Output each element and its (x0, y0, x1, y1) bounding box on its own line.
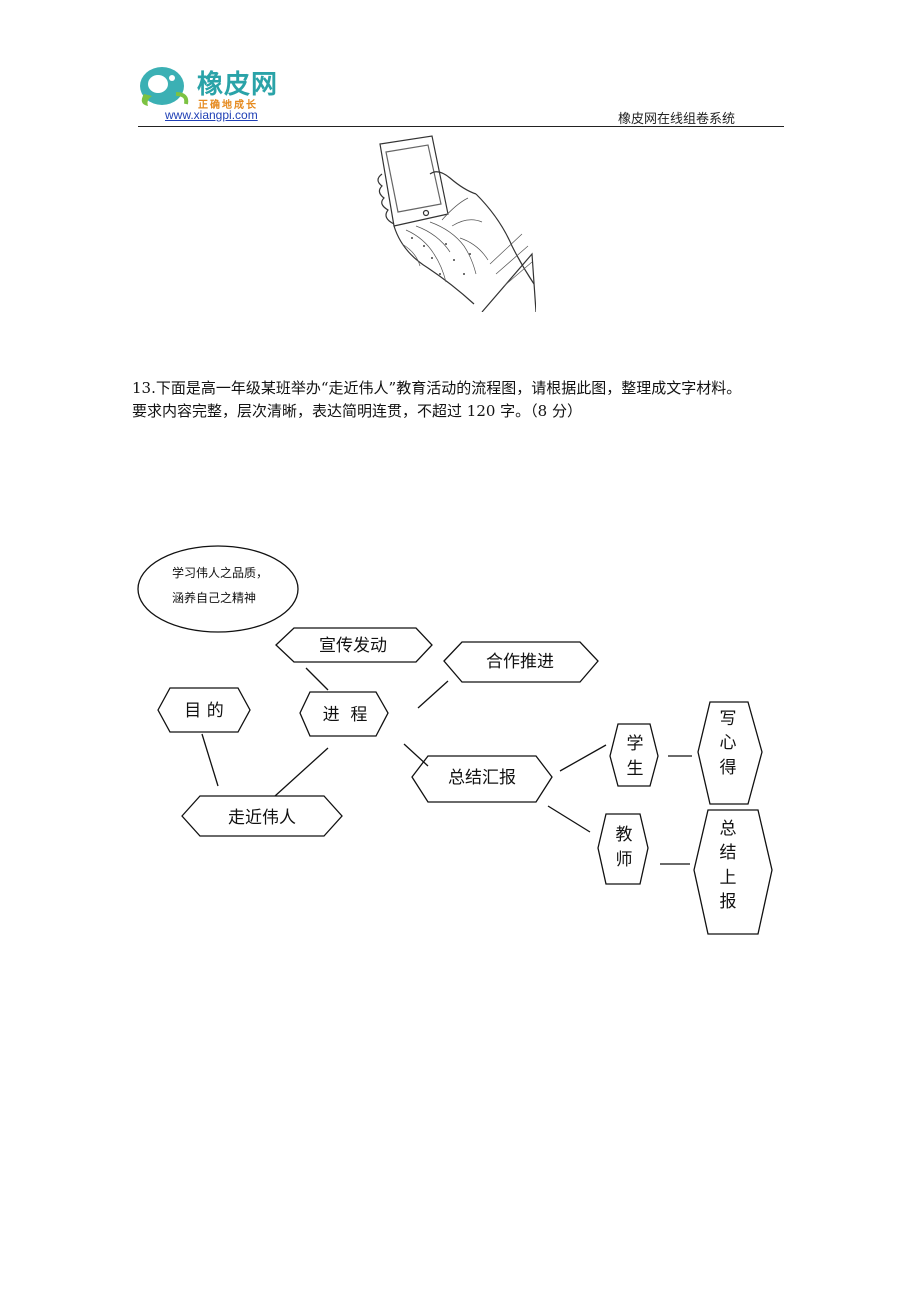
connector-center-process (274, 747, 329, 797)
teacher-task-char-4: 报 (720, 892, 737, 912)
purpose-label: 目 的 (184, 701, 223, 721)
purpose-text-1: 学习伟人之品质， (172, 565, 268, 580)
connector-purpose-center (201, 733, 219, 787)
center-hexagon (181, 795, 343, 837)
purpose-text-2: 涵养自己之精神 (172, 590, 256, 605)
connector-process-publicize (305, 667, 329, 691)
connector-summary-student (559, 744, 607, 772)
purpose-ellipse (137, 545, 299, 633)
teacher-hexagon (597, 813, 649, 885)
question-text-line-2: 要求内容完整，层次清晰，表达简明连贯，不超过 120 字。（8 分） (132, 402, 582, 420)
connector-summary-teacher (547, 805, 591, 833)
connector-process-cooperate (417, 680, 449, 709)
system-name: 橡皮网在线组卷系统 (618, 112, 736, 127)
teacher-task-hexagon (693, 809, 773, 935)
teacher-char-1: 教 (616, 825, 633, 845)
student-task-char-2: 心 (720, 733, 737, 753)
hand-phone-illustration (377, 135, 536, 312)
logo-elephant-icon (140, 67, 189, 106)
process-label: 进 程 (323, 705, 368, 725)
publicize-label: 宣传发动 (319, 636, 387, 656)
student-task-char-3: 得 (720, 758, 737, 778)
publicize-hexagon (275, 627, 433, 663)
student-char-2: 生 (627, 759, 644, 779)
cooperate-hexagon (443, 641, 599, 683)
summary-label: 总结汇报 (448, 768, 516, 788)
teacher-char-2: 师 (616, 850, 633, 870)
connector-process-summary (403, 743, 429, 767)
header-divider (138, 126, 784, 127)
student-char-1: 学 (627, 734, 644, 754)
question-text-line-1: 13.下面是高一年级某班举办“走近伟人”教育活动的流程图，请根据此图，整理成文字… (132, 379, 742, 397)
student-task-hexagon (697, 701, 763, 805)
flow-diagram: 学习伟人之品质， 涵养自己之精神 目 的 走近伟人 进 程 宣传发动 合作推进 … (137, 545, 773, 935)
center-label: 走近伟人 (228, 808, 296, 828)
teacher-task-char-2: 结 (720, 843, 737, 863)
logo-title: 橡皮网 (197, 70, 279, 100)
purpose-hexagon (157, 687, 251, 733)
teacher-task-char-3: 上 (720, 868, 737, 888)
cooperate-label: 合作推进 (486, 652, 554, 672)
teacher-task-char-1: 总 (720, 819, 737, 839)
student-task-char-1: 写 (720, 709, 737, 729)
process-hexagon (299, 691, 389, 737)
student-hexagon (609, 723, 659, 787)
site-url-link[interactable]: www.xiangpi.com (165, 108, 258, 122)
summary-hexagon (411, 755, 553, 803)
logo-slogan: 正确地成长 (198, 100, 258, 111)
